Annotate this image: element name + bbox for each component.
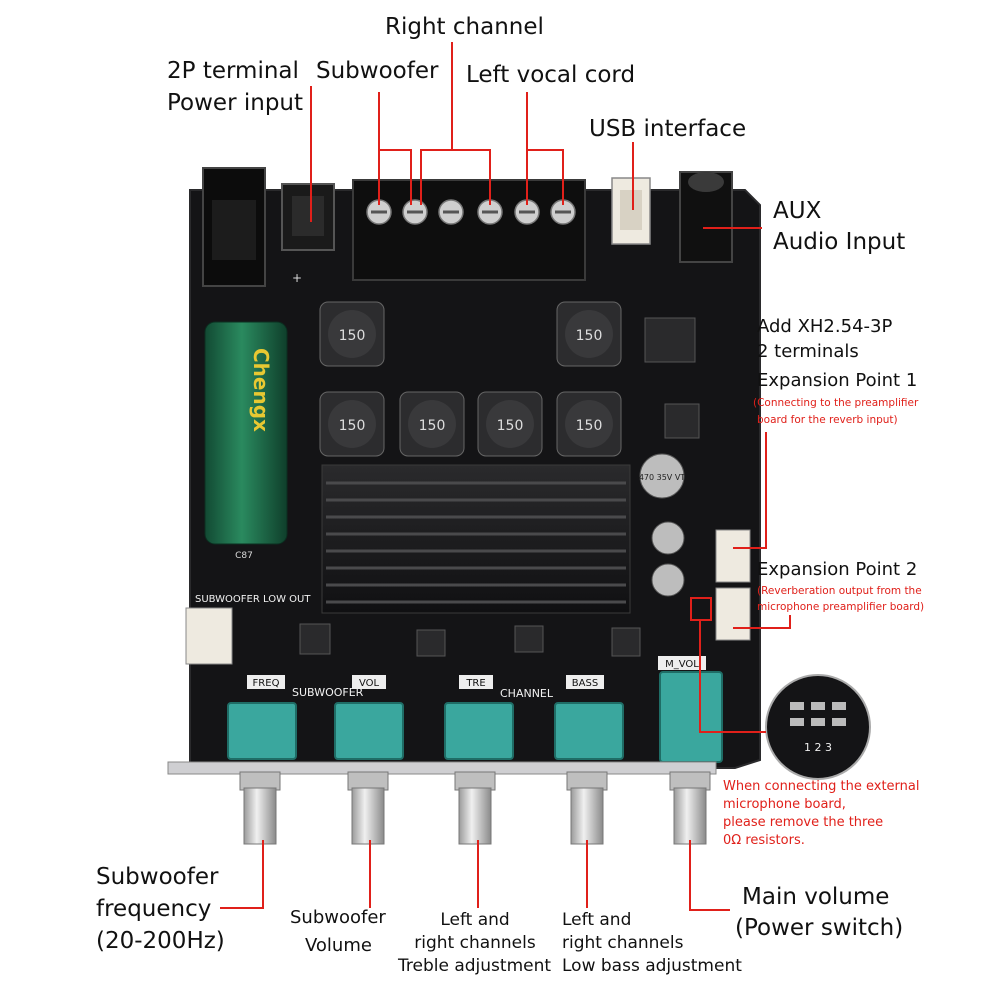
heatsink [321,464,631,614]
svg-text:470 35V VT: 470 35V VT [639,473,685,482]
label-bass-line1: Left and [562,910,632,930]
label-sub-freq-line1: Subwoofer [96,864,219,890]
potentiometers [227,671,723,763]
expansion-connector-2 [715,587,751,641]
electrolytic-capacitor: Chengx C87 [204,321,288,561]
label-warn-line4: 0Ω resistors. [723,833,805,848]
label-bass-line2: right channels [562,933,684,953]
label-treble-line2: right channels [414,933,536,953]
resistor-zoom-inset: 1 2 3 [765,674,871,780]
inductors: 150 150 150 150 150 150 [319,301,622,457]
svg-text:150: 150 [419,418,446,434]
svg-text:C87: C87 [235,551,253,561]
label-treble-line1: Left and [440,910,510,930]
svg-text:FREQ: FREQ [253,678,280,689]
svg-text:150: 150 [576,328,603,344]
silk-channel: CHANNEL [500,687,554,700]
label-sub-vol-line2: Volume [305,935,372,956]
label-sub-freq-line2: frequency [96,896,212,922]
inductor: 150 [477,391,543,457]
expansion-connector-1 [715,529,751,583]
usb-connector [611,177,651,245]
svg-text:150: 150 [339,418,366,434]
label-left-vocal: Left vocal cord [466,62,636,88]
label-exp2-note-line2: microphone preamplifier board) [757,601,925,613]
svg-text:Chengx: Chengx [249,348,273,432]
power-terminal-2p: + [281,183,335,285]
inductor: 150 [556,301,622,367]
silk-knob-labels: FREQ VOL TRE BASS M_VOL [247,656,706,689]
speaker-terminal-block [352,179,586,281]
label-xh-line1: Add XH2.54-3P [757,316,893,337]
knob-shafts [239,771,711,845]
svg-text:150: 150 [339,328,366,344]
label-sub-freq-line3: (20-200Hz) [96,928,225,954]
label-exp1-note-line1: (Connecting to the preamplifier [753,397,919,409]
front-panel-plate [167,761,717,775]
svg-text:TRE: TRE [465,678,485,689]
silk-subwoofer: SUBWOOFER [292,686,364,699]
label-terminal-line2: Power input [167,90,304,116]
svg-text:BASS: BASS [572,678,598,689]
label-main-line1: Main volume [742,884,890,910]
small-capacitors: 470 35V VT [639,453,685,597]
label-main-line2: (Power switch) [735,915,904,941]
silk-subwoofer-low-out: SUBWOOFER LOW OUT [195,594,311,605]
label-exp2-note-line1: (Reverberation output from the [757,585,922,597]
aux-jack [679,171,733,263]
label-usb: USB interface [589,116,747,142]
label-aux-line2: Audio Input [773,229,906,255]
inductor: 150 [556,391,622,457]
label-expansion-2: Expansion Point 2 [757,559,918,580]
label-warn-line1: When connecting the external [723,779,920,794]
dc-power-jack [202,167,266,287]
svg-text:M_VOL: M_VOL [665,659,699,670]
label-aux-line1: AUX [773,198,822,224]
label-sub-vol-line1: Subwoofer [290,907,386,928]
label-xh-line2: 2 terminals [757,341,859,362]
label-terminal-line1: 2P terminal [167,58,299,84]
label-bass-line3: Low bass adjustment [562,956,742,976]
svg-text:150: 150 [576,418,603,434]
label-expansion-1: Expansion Point 1 [757,370,918,391]
label-right-channel: Right channel [385,14,544,40]
label-exp1-note-line2: board for the reverb input) [757,414,898,426]
inductor: 150 [399,391,465,457]
label-subwoofer: Subwoofer [316,58,439,84]
inductor: 150 [319,301,385,367]
label-treble-line3: Treble adjustment [398,956,552,976]
svg-text:VOL: VOL [359,678,380,689]
subwoofer-out-connector [185,607,233,665]
ic-chips [299,317,700,657]
inductor: 150 [319,391,385,457]
label-warn-line2: microphone board, [723,797,846,812]
leader-lines [220,42,791,911]
svg-text:150: 150 [497,418,524,434]
svg-text:+: + [292,271,302,285]
label-warn-line3: please remove the three [723,815,884,830]
svg-text:1 2 3: 1 2 3 [804,741,832,754]
